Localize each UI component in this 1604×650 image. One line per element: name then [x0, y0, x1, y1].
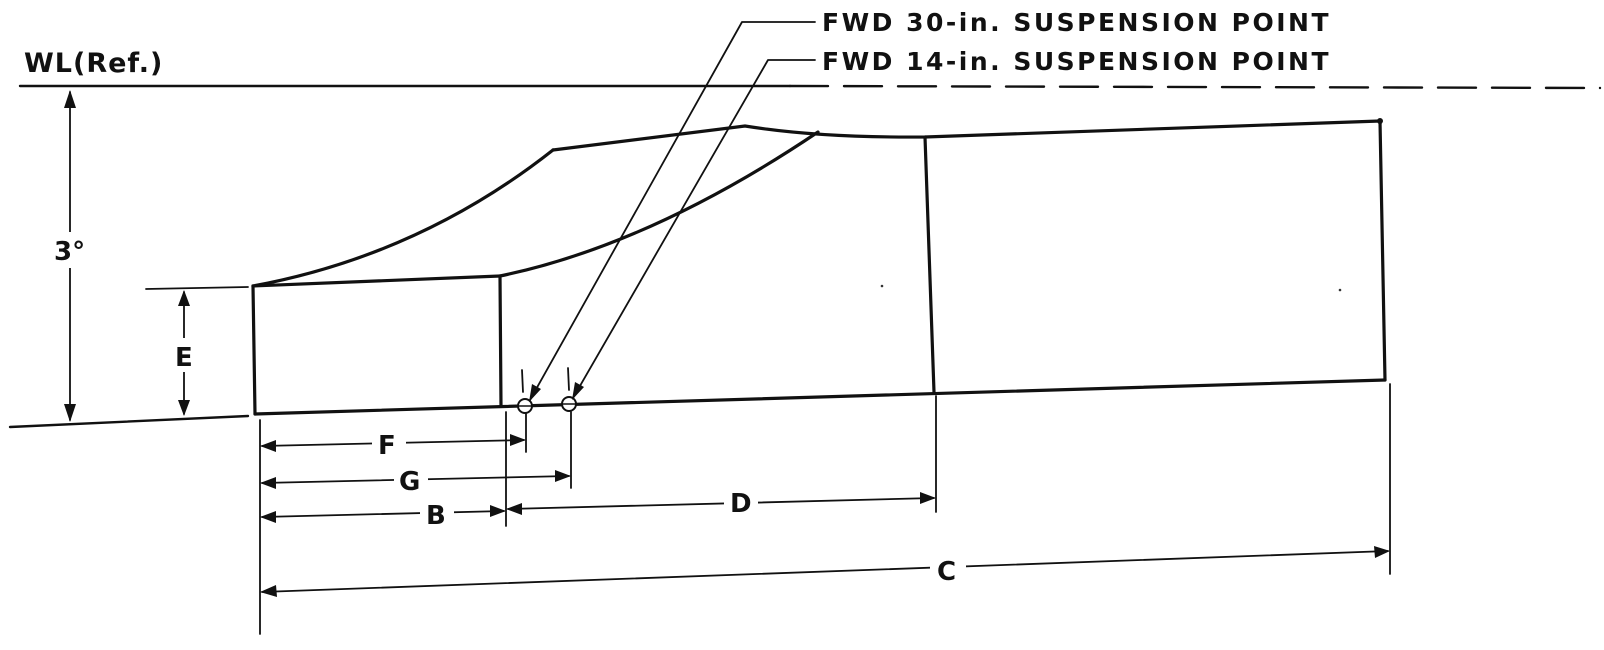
- nose-top: [251, 274, 502, 288]
- leader-14-arrow: [572, 382, 584, 400]
- callout-fwd-30: FWD 30-in. SUSPENSION POINT: [822, 8, 1331, 37]
- d-arrow-right: [920, 492, 936, 504]
- upper-profile: [551, 119, 1382, 152]
- b-dim-line: [261, 510, 505, 518]
- nose-vertical: [251, 284, 257, 416]
- dim-label-e: E: [175, 343, 193, 373]
- tail-corner-point: [1377, 118, 1383, 124]
- scan-speck: [1338, 288, 1342, 292]
- angle-arrow-bottom: [64, 404, 76, 422]
- dim-label-c: C: [937, 557, 956, 587]
- leader-14: [572, 59, 816, 399]
- dim-label-d: D: [730, 489, 752, 519]
- tick-30: [521, 369, 524, 393]
- b-arrow-left: [260, 511, 276, 523]
- d-label-bg: [724, 486, 758, 516]
- f-label-bg: [372, 428, 406, 458]
- e-label-bg: [170, 338, 198, 372]
- c-arrow-left: [260, 585, 277, 597]
- dim-label-g: G: [399, 467, 420, 497]
- g-label-bg: [394, 464, 428, 494]
- leader-30: [529, 21, 816, 401]
- callout-fwd-14: FWD 14-in. SUSPENSION POINT: [822, 47, 1331, 76]
- c-dim-line: [261, 550, 1389, 593]
- c-label-bg: [930, 554, 966, 584]
- b-arrow-right: [490, 505, 506, 517]
- b-label-bg: [420, 498, 454, 528]
- angle-label: 3°: [54, 237, 85, 267]
- tick-14: [567, 367, 570, 391]
- e-extension-top: [145, 286, 249, 290]
- tail-vertical: [1378, 119, 1387, 382]
- angle-arrow-top: [64, 90, 76, 108]
- d-arrow-left: [506, 503, 522, 515]
- dim-label-b: B: [426, 501, 446, 531]
- angle-label-bg: [52, 232, 88, 268]
- e-arrow-bottom: [178, 400, 190, 416]
- base-line: [253, 378, 1387, 416]
- waterline-label: WL(Ref.): [24, 48, 163, 79]
- dim-label-f: F: [378, 431, 396, 461]
- section-b-divider: [498, 274, 503, 408]
- lower-ogive-curve: [498, 130, 820, 278]
- leader-30-arrow: [529, 384, 541, 402]
- f-arrow-right: [510, 434, 526, 446]
- e-arrow-top: [178, 290, 190, 306]
- section-d-divider: [923, 135, 936, 394]
- scan-speck: [880, 284, 884, 288]
- f-arrow-left: [260, 440, 276, 452]
- waterline-dashed: [788, 84, 1602, 90]
- d-dim-line: [507, 497, 935, 510]
- c-arrow-right: [1374, 546, 1390, 558]
- g-arrow-left: [260, 477, 276, 489]
- upper-ogive-curve: [251, 148, 555, 288]
- base-line-left: [8, 414, 250, 429]
- g-arrow-right: [555, 470, 571, 482]
